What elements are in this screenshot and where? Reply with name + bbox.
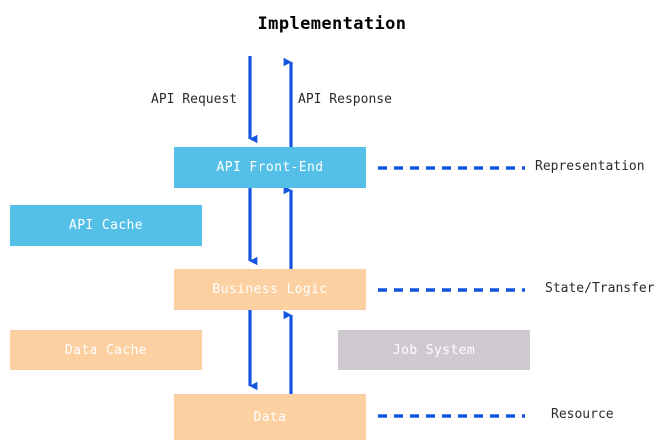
node-data[interactable]: Data xyxy=(174,394,366,440)
node-api-frontend[interactable]: API Front-End xyxy=(174,147,366,188)
side-label-state-transfer: State/Transfer xyxy=(545,281,655,296)
edge-label-api-request: API Request xyxy=(151,92,238,107)
node-job-system[interactable]: Job System xyxy=(338,330,530,370)
node-api-cache[interactable]: API Cache xyxy=(10,205,202,246)
node-business-logic[interactable]: Business Logic xyxy=(174,269,366,310)
node-data-cache[interactable]: Data Cache xyxy=(10,330,202,370)
page-title: Implementation xyxy=(257,14,407,34)
edge-label-api-response: API Response xyxy=(298,92,392,107)
side-label-representation: Representation xyxy=(535,159,645,174)
side-label-resource: Resource xyxy=(551,407,614,422)
